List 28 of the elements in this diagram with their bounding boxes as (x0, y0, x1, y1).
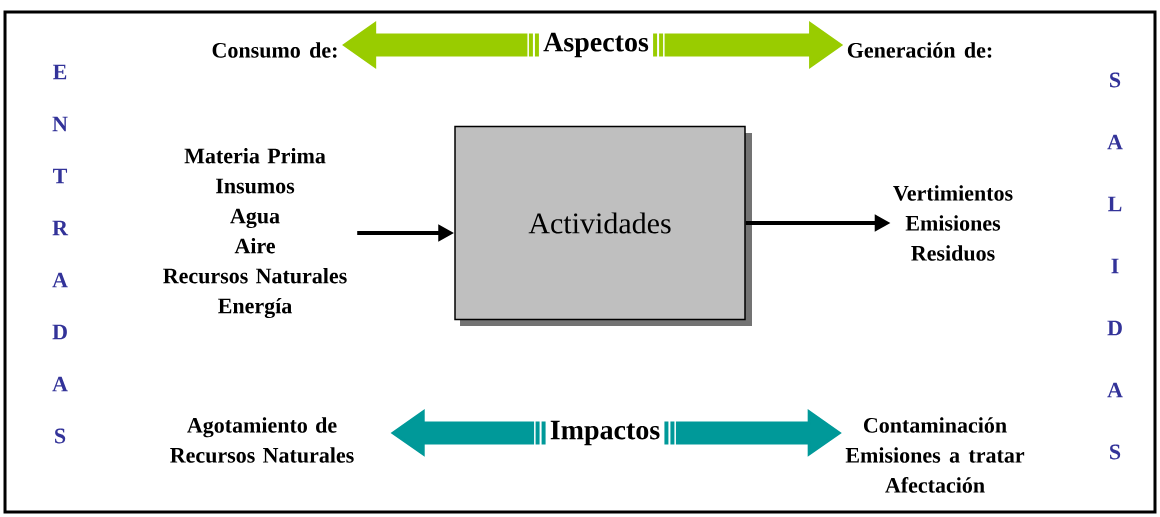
vertical-letter: D (1107, 320, 1122, 336)
block-arrow (653, 21, 844, 69)
vertical-letter: S (1110, 72, 1121, 88)
heading-text: Impactos (550, 420, 660, 446)
vertical-letter: S (55, 428, 66, 444)
vertical-letter: A (52, 272, 68, 288)
block-arrow (390, 409, 546, 457)
heading-text: Aspectos (543, 32, 649, 58)
impact-text: Agotamiento de Recursos Naturales (170, 417, 354, 463)
impact-text: Contaminación Emisiones a tratar Afectación (845, 417, 1025, 493)
block-arrow (664, 409, 842, 457)
vertical-letter: A (1107, 134, 1123, 150)
vertical-letter: S (1110, 444, 1121, 460)
vertical-letter: I (1111, 258, 1119, 274)
vertical-letter: D (52, 324, 67, 340)
vertical-letter: N (52, 116, 68, 132)
heading-text: Consumo de: (212, 42, 337, 58)
output-list: Vertimientos Emisiones Residuos (893, 185, 1013, 261)
vertical-letter: T (53, 168, 68, 184)
process-box: Actividades (454, 125, 752, 326)
input-list: Materia Prima Insumos Agua Aire Recursos Naturales Energía (163, 147, 347, 319)
vertical-letter: A (1107, 382, 1123, 398)
block-arrow (342, 21, 539, 69)
vertical-letter: R (52, 220, 69, 236)
vertical-letter: A (52, 376, 68, 392)
heading-text: Generación de: (847, 42, 992, 58)
vertical-letter: L (1108, 196, 1122, 212)
vertical-letter: E (53, 64, 67, 80)
